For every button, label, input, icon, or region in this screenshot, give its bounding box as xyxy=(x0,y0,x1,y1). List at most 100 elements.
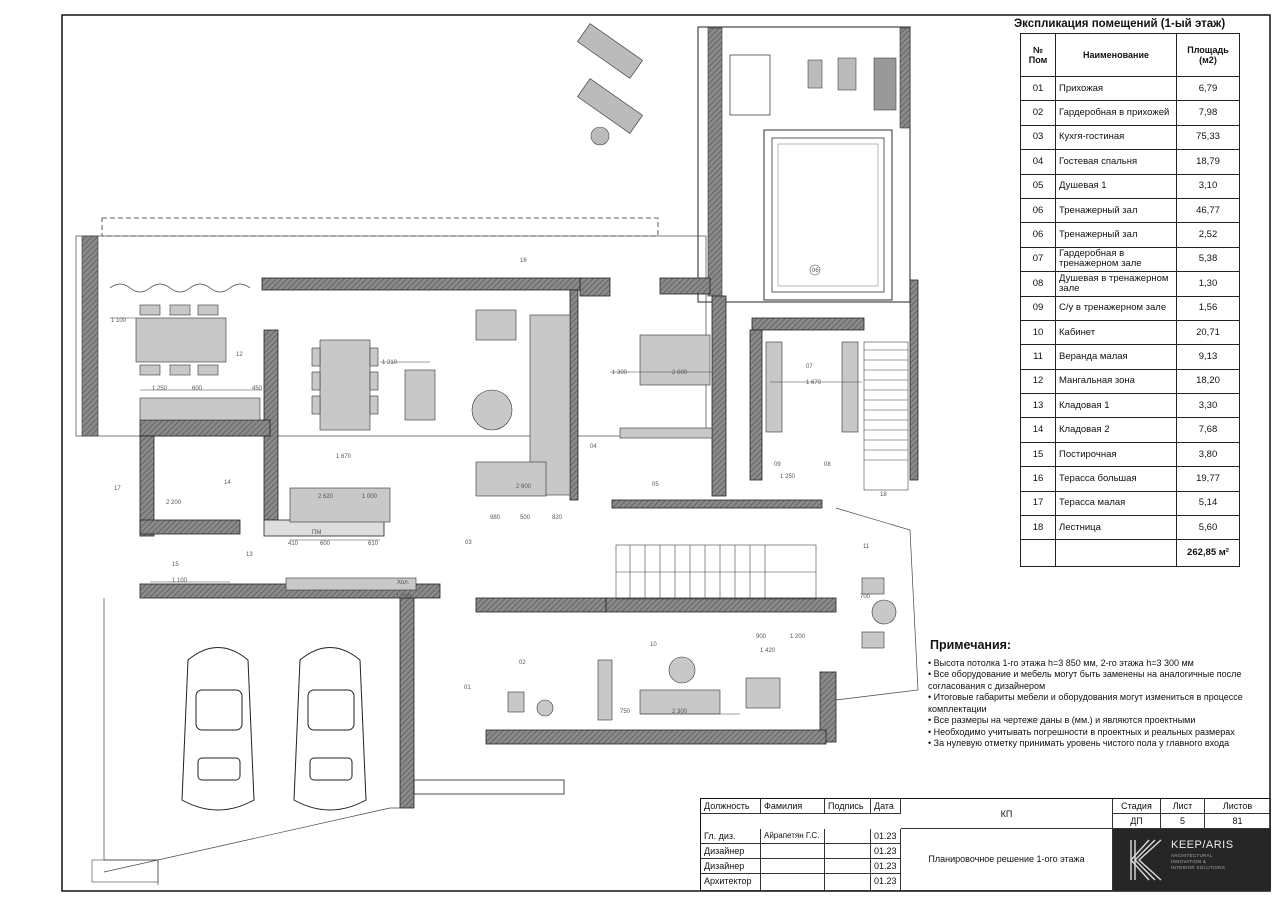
stamp-signature xyxy=(825,829,871,844)
room-number: 06 xyxy=(1020,197,1056,224)
dim-label: 700 xyxy=(860,594,871,600)
car-left xyxy=(181,647,255,811)
explication-title: Экспликация помещений (1-ый этаж) xyxy=(1014,18,1226,30)
stamp-date: 01.23 xyxy=(871,829,901,844)
room-label-03: 03 xyxy=(465,540,472,546)
room-area: 3,80 xyxy=(1176,441,1240,468)
dim-label: 500 xyxy=(520,515,531,521)
room-name: С/у в тренажерном зале xyxy=(1055,295,1177,321)
dim-label: 600 xyxy=(320,541,331,547)
dim-label: 410 xyxy=(288,541,299,547)
room-name: Гардеробная в прихожей xyxy=(1055,100,1177,126)
room-area: 18,79 xyxy=(1176,149,1240,175)
dim-label: 1 200 xyxy=(790,634,806,640)
room-name: Веранда малая xyxy=(1055,344,1177,370)
header-number: № Пом xyxy=(1020,33,1056,77)
room-number: 08 xyxy=(1020,271,1056,297)
notes: Примечания: • Высота потолка 1-го этажа … xyxy=(928,639,1248,750)
dim-label: 1 100 xyxy=(111,318,127,324)
room-number: 18 xyxy=(1020,515,1056,541)
room-name: Кабинет xyxy=(1055,319,1177,346)
room-number: 03 xyxy=(1020,124,1056,151)
walls xyxy=(139,277,919,809)
stamp-header-surname: Фамилия xyxy=(761,799,825,814)
stamp-surname xyxy=(761,844,825,859)
room-number: 13 xyxy=(1020,393,1056,419)
room-area: 7,98 xyxy=(1176,100,1240,126)
dim-label: 2 200 xyxy=(166,500,182,506)
furniture xyxy=(135,304,897,721)
dim-label: 820 xyxy=(552,515,563,521)
dim-label: 2 620 xyxy=(318,494,334,500)
room-name: Терасса малая xyxy=(1055,490,1177,517)
stamp-position: Гл. диз. xyxy=(701,829,761,844)
stamp-position: Архитектор xyxy=(701,874,761,891)
room-explication: Экспликация помещений (1-ый этаж) № Пом … xyxy=(1012,16,1244,568)
stamp-position: Дизайнер xyxy=(701,859,761,874)
room-number: 16 xyxy=(1020,466,1056,492)
note-item: • За нулевую отметку принимать уровень ч… xyxy=(928,738,1230,748)
dim-label: 1 420 xyxy=(760,648,776,654)
room-label-10: 10 xyxy=(650,642,657,648)
stage-value: ДП xyxy=(1113,814,1161,829)
stamp-surname: Айрапетян Г.С. xyxy=(761,829,825,844)
header-area: Площадь (м2) xyxy=(1176,33,1240,77)
dim-label: 450 xyxy=(252,386,263,392)
title-block: Должность Фамилия Подпись Дата Гл. диз. … xyxy=(700,798,1271,891)
room-label-09: 09 xyxy=(774,462,781,468)
room-name: Тренажерный зал xyxy=(1055,197,1177,224)
note-item: • Итоговые габариты мебели и оборудовани… xyxy=(928,692,1243,714)
drawing-title: Планировочное решение 1-ого этажа xyxy=(901,829,1113,891)
room-area: 2,52 xyxy=(1176,222,1240,248)
sheets-value: 81 xyxy=(1205,814,1271,829)
sheet-label: Лист xyxy=(1161,799,1205,814)
stamp-header-signature: Подпись xyxy=(825,799,871,814)
stamp-header-date: Дата xyxy=(871,799,901,814)
stamp-date: 01.23 xyxy=(871,844,901,859)
stamp-date: 01.23 xyxy=(871,859,901,874)
room-number: 11 xyxy=(1020,344,1056,370)
room-name: Гостевая спальня xyxy=(1055,149,1177,175)
room-label-12: 12 xyxy=(236,352,243,358)
notes-list: • Высота потолка 1-го этажа h=3 850 мм, … xyxy=(928,658,1248,750)
outdoor-loungers xyxy=(576,23,644,146)
dim-label: 1 000 xyxy=(362,494,378,500)
dim-label: 1 670 xyxy=(806,380,822,386)
dim-label: 2 600 xyxy=(516,484,532,490)
dim-label: 1 250 xyxy=(152,386,168,392)
room-name: Кухгя-гостиная xyxy=(1055,124,1177,151)
car-right xyxy=(293,647,367,811)
staircase xyxy=(615,341,909,600)
room-area: 9,13 xyxy=(1176,344,1240,370)
room-area: 19,77 xyxy=(1176,466,1240,492)
logo-subtext: ARCHITECTURAL INNOVATION & INTERIOR SOLU… xyxy=(1171,853,1226,870)
room-area: 3,30 xyxy=(1176,393,1240,419)
dim-label: 750 xyxy=(620,709,631,715)
room-name: Тренажерный зал xyxy=(1055,222,1177,248)
room-number: 12 xyxy=(1020,368,1056,395)
sheet-value: 5 xyxy=(1161,814,1205,829)
project-code: КП xyxy=(901,799,1113,829)
note-item: • Необходимо учитывать погрешности в про… xyxy=(928,726,1235,737)
room-area: 75,33 xyxy=(1176,124,1240,151)
room-number: 05 xyxy=(1020,173,1056,199)
room-area: 1,56 xyxy=(1176,295,1240,321)
room-number: 06 xyxy=(1020,222,1056,248)
room-name: Прихожая xyxy=(1055,75,1177,102)
stamp-header-position: Должность xyxy=(701,799,761,814)
